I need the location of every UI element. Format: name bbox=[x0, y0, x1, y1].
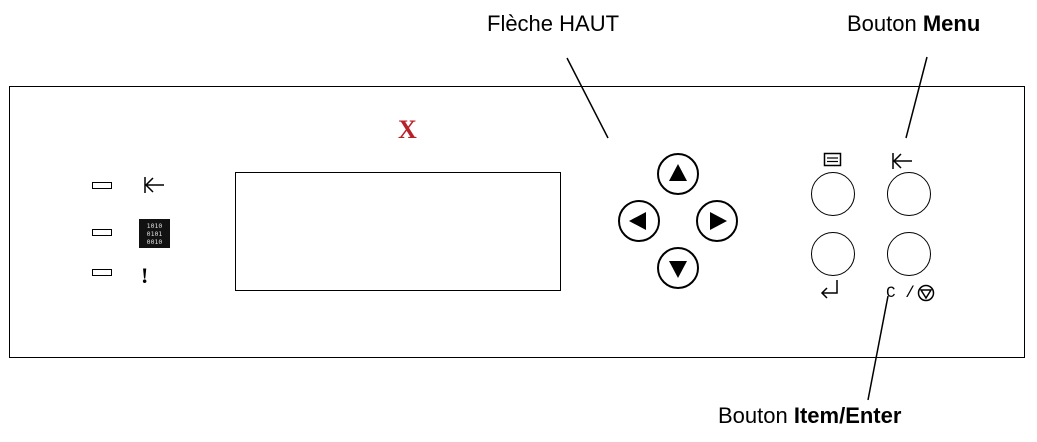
menu-list-icon bbox=[823, 152, 842, 167]
control-panel: X 1010 0101 0010 ! bbox=[9, 86, 1025, 358]
arrow-left-bar-icon bbox=[892, 153, 912, 169]
right-arrow-button[interactable] bbox=[696, 200, 738, 242]
triangle-left-icon bbox=[629, 212, 646, 230]
leader-line-up-arrow bbox=[566, 57, 609, 139]
callout-item-prefix: Bouton bbox=[718, 403, 794, 428]
leader-line-item-enter bbox=[867, 295, 889, 401]
callout-menu-button: Bouton Menu bbox=[847, 13, 980, 35]
xerox-logo: X bbox=[398, 115, 417, 144]
callout-menu-prefix: Bouton bbox=[847, 11, 923, 36]
binary-line-2: 0101 bbox=[146, 229, 163, 238]
binary-line-3: 0010 bbox=[146, 237, 163, 246]
triangle-right-icon bbox=[710, 212, 727, 230]
triangle-down-icon bbox=[669, 261, 687, 278]
back-button[interactable] bbox=[887, 172, 931, 216]
callout-up-arrow: Flèche HAUT bbox=[487, 13, 619, 35]
return-arrow-icon bbox=[820, 280, 838, 299]
menu-button[interactable] bbox=[811, 172, 855, 216]
data-led bbox=[92, 229, 112, 236]
triangle-up-icon bbox=[669, 164, 687, 181]
clear-stop-text: C / bbox=[886, 284, 915, 302]
callout-item-enter-button: Bouton Item/Enter bbox=[718, 405, 901, 427]
leader-line-menu bbox=[905, 56, 928, 139]
error-led bbox=[92, 269, 112, 276]
callout-menu-bold: Menu bbox=[922, 11, 981, 36]
exclamation-icon: ! bbox=[141, 263, 149, 288]
stop-triangle-icon bbox=[917, 284, 935, 302]
down-arrow-button[interactable] bbox=[657, 247, 699, 289]
item-enter-button[interactable] bbox=[811, 232, 855, 276]
binary-data-icon: 1010 0101 0010 bbox=[139, 219, 170, 248]
left-arrow-button[interactable] bbox=[618, 200, 660, 242]
up-arrow-button[interactable] bbox=[657, 153, 699, 195]
binary-line-1: 1010 bbox=[146, 221, 163, 230]
callout-item-bold: Item/Enter bbox=[793, 403, 902, 428]
callout-up-arrow-text: Flèche HAUT bbox=[487, 11, 620, 36]
arrow-left-bar-icon bbox=[144, 177, 164, 193]
online-led bbox=[92, 182, 112, 189]
lcd-display bbox=[235, 172, 561, 291]
clear-stop-label: C / bbox=[886, 284, 935, 302]
clear-stop-button[interactable] bbox=[887, 232, 931, 276]
